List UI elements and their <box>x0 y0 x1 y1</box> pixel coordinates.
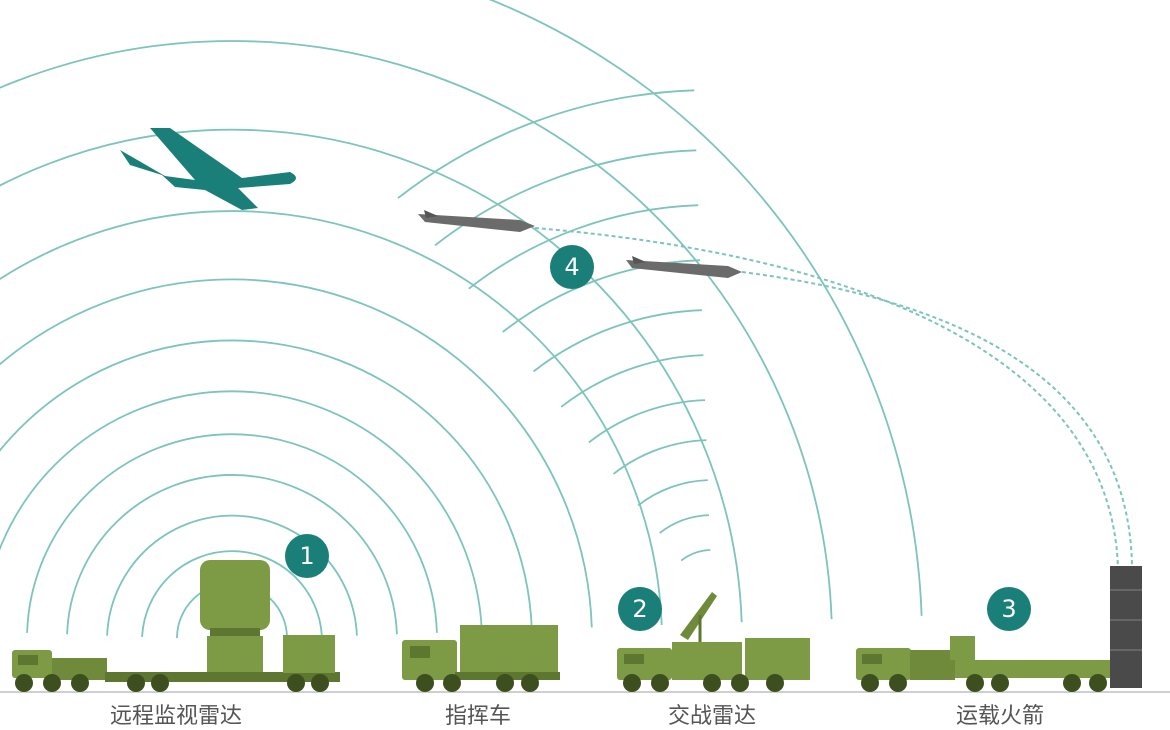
radar-wave-arc <box>66 474 398 635</box>
radar-wave-arc <box>397 89 695 199</box>
radar-wave-arc <box>680 549 711 562</box>
radar-wave-arc <box>0 278 593 628</box>
missile-trajectory-1 <box>534 227 1119 569</box>
svg-text:4: 4 <box>564 253 579 281</box>
marker-4: 4 <box>550 245 594 289</box>
radar-wave-arc <box>0 40 833 620</box>
radar-wave-arc <box>141 550 323 637</box>
surveillance-radar-waves <box>0 0 923 639</box>
radar-wave-arc <box>0 128 743 623</box>
radar-wave-arc <box>612 439 707 475</box>
radar-wave-arc <box>0 210 663 626</box>
missile-trajectory-2 <box>741 271 1133 569</box>
command-vehicle <box>402 625 560 692</box>
radar-wave-arc <box>637 479 708 507</box>
surveillance-radar-vehicle <box>12 560 340 692</box>
radar-wave-arc <box>532 309 702 373</box>
radar-wave-arc <box>468 204 699 290</box>
launcher-vehicle <box>856 566 1142 692</box>
radar-wave-arc <box>502 259 701 333</box>
aircraft-icon <box>120 128 296 210</box>
marker-3: 3 <box>987 587 1031 631</box>
radar-wave-arc <box>0 390 483 632</box>
missile-icon <box>626 256 742 278</box>
svg-text:2: 2 <box>632 595 647 623</box>
radar-wave-arc <box>659 514 710 534</box>
label-engagement-radar: 交战雷达 <box>667 704 757 729</box>
label-launcher: 运载火箭 <box>955 704 1045 729</box>
radar-wave-arc <box>560 354 704 408</box>
radar-wave-arc <box>106 514 358 636</box>
label-command-vehicle: 指挥车 <box>444 704 512 729</box>
engagement-radar-vehicle <box>617 592 810 692</box>
svg-text:3: 3 <box>1001 595 1016 623</box>
svg-text:1: 1 <box>299 542 314 570</box>
marker-1: 1 <box>285 534 329 578</box>
radar-wave-arc <box>488 0 923 616</box>
radar-wave-arc <box>0 339 533 630</box>
engagement-radar-waves <box>397 89 711 562</box>
radar-wave-arc <box>26 433 438 633</box>
marker-2: 2 <box>618 587 662 631</box>
radar-wave-arc <box>588 399 706 444</box>
label-surveillance-radar: 远程监视雷达 <box>109 704 243 729</box>
missile-icon <box>418 210 535 232</box>
